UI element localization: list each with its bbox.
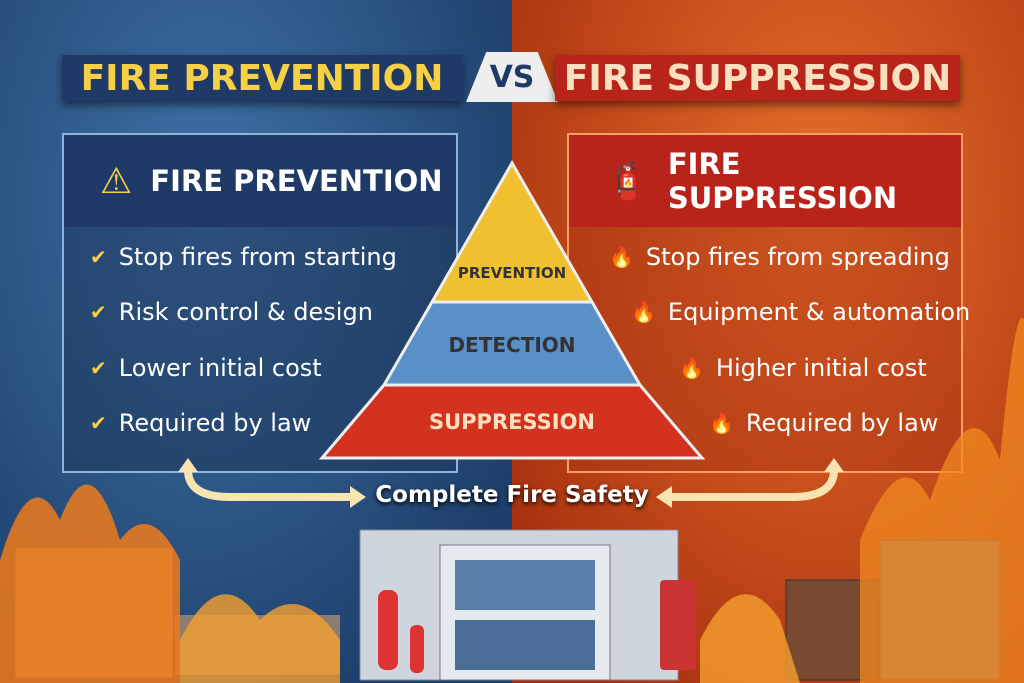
arrow-left (184, 469, 350, 501)
panel-heading: FIRE PREVENTION (150, 164, 443, 198)
flame-icon: 🔥 (679, 356, 704, 380)
list-item: ✔Lower initial cost (90, 354, 322, 382)
list-item: ✔Stop fires from starting (90, 243, 397, 271)
flame-icon: 🔥 (631, 300, 656, 324)
check-icon: ✔ (90, 356, 107, 380)
pyramid-label-prevention: PREVENTION (457, 264, 567, 282)
pyramid-suppression (318, 383, 706, 460)
list-item: 🔥Required by law (709, 409, 939, 437)
flame-icon: 🔥 (609, 245, 634, 269)
list-item: ✔Required by law (90, 409, 312, 437)
check-icon: ✔ (90, 411, 107, 435)
list-item: ✔Risk control & design (90, 298, 373, 326)
warning-icon: ⚠ (100, 160, 133, 202)
list-item: 🔥Stop fires from spreading (609, 243, 950, 271)
panel-heading: FIRE SUPPRESSION (667, 147, 898, 215)
extinguisher (378, 590, 398, 670)
flame-icon: 🔥 (709, 411, 734, 435)
flames-left (0, 484, 180, 683)
arrow-left-head (178, 458, 198, 472)
title-prevention: FIRE PREVENTION (62, 55, 462, 101)
arrow-right (672, 469, 838, 501)
flames-right (860, 317, 1024, 683)
fire-extinguisher-icon: 🧯 (605, 161, 650, 202)
list-item: 🔥Equipment & automation (631, 298, 971, 326)
pyramid-label-detection: DETECTION (448, 333, 576, 357)
alarm-panel (660, 580, 696, 670)
pyramid-label-suppression: SUPPRESSION (428, 410, 596, 434)
check-icon: ✔ (90, 245, 107, 269)
complete-fire-safety-label: Complete Fire Safety (375, 482, 649, 508)
check-icon: ✔ (90, 300, 107, 324)
list-item: 🔥Higher initial cost (679, 354, 927, 382)
title-suppression: FIRE SUPPRESSION (555, 55, 960, 101)
